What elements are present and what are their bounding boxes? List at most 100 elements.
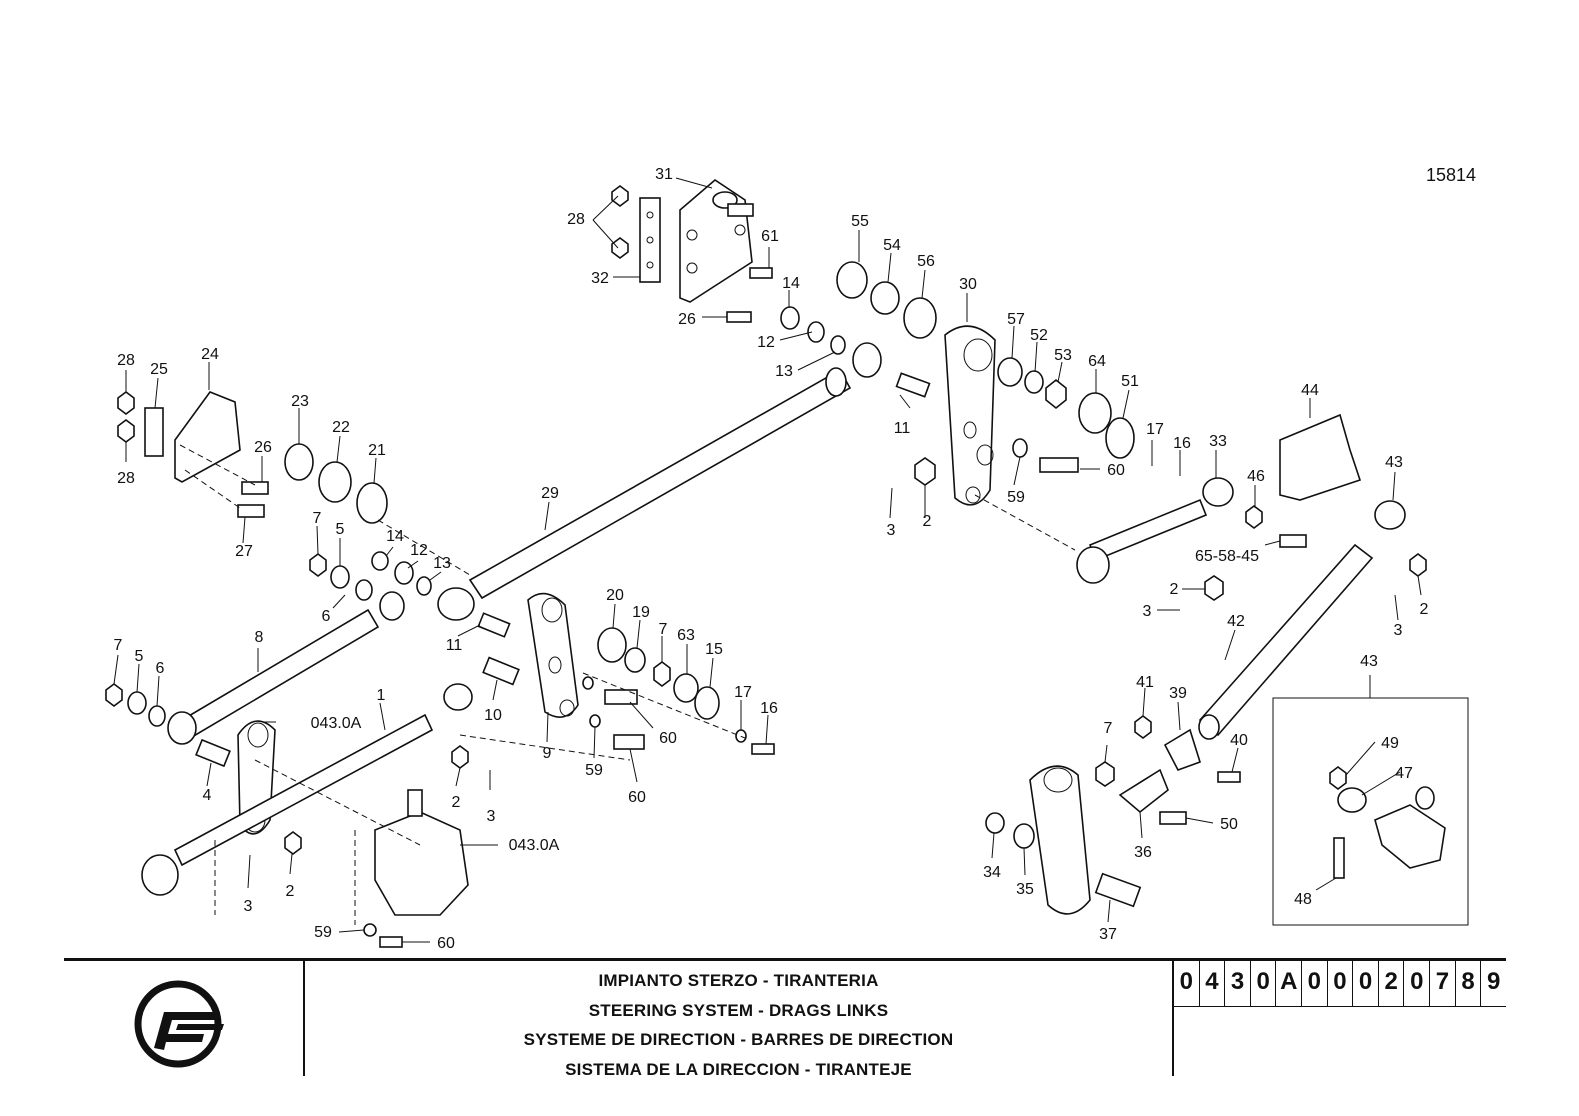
callout-c10: 10 xyxy=(484,707,502,724)
callout-c6a: 6 xyxy=(322,608,331,625)
callout-c4: 4 xyxy=(203,787,212,804)
callout-c41: 41 xyxy=(1136,674,1154,691)
callout-c3e: 3 xyxy=(244,898,253,915)
callout-c59b: 59 xyxy=(585,762,603,779)
callout-c7d: 7 xyxy=(1104,720,1113,737)
callout-c52: 52 xyxy=(1030,327,1048,344)
code-char: 7 xyxy=(1429,958,1455,1006)
callout-c55: 55 xyxy=(851,213,869,230)
title-spanish: SISTEMA DE LA DIRECCION - TIRANTEJE xyxy=(565,1059,912,1079)
callout-c16b: 16 xyxy=(760,700,778,717)
code-char: 4 xyxy=(1198,958,1225,1006)
callout-c24: 24 xyxy=(201,346,219,363)
manufacturer-logo xyxy=(134,980,224,1068)
callout-c23: 23 xyxy=(291,393,309,410)
callout-c3d: 3 xyxy=(487,808,496,825)
callout-c50: 50 xyxy=(1220,816,1238,833)
callout-c7b: 7 xyxy=(659,621,668,638)
title-block-divider-right xyxy=(1172,958,1174,1076)
callout-c63: 63 xyxy=(677,627,695,644)
callout-c7c: 7 xyxy=(114,637,123,654)
callout-c28a: 28 xyxy=(567,211,585,228)
code-char: 0 xyxy=(1403,958,1429,1006)
bracket-24 xyxy=(174,391,241,483)
callout-c2b: 2 xyxy=(1170,581,1179,598)
callout-c57: 57 xyxy=(1007,311,1025,328)
callout-c26a: 26 xyxy=(678,311,696,328)
callout-c32: 32 xyxy=(591,270,609,287)
code-char: 3 xyxy=(1224,958,1250,1006)
callout-c43b: 43 xyxy=(1360,653,1378,670)
code-char: 0 xyxy=(1301,958,1327,1006)
callout-c54: 54 xyxy=(883,237,901,254)
callout-c3a: 3 xyxy=(887,522,896,539)
drag-link-rod-29 xyxy=(468,368,852,600)
callout-c44: 44 xyxy=(1301,382,1319,399)
callout-c14b: 14 xyxy=(386,528,404,545)
callout-c28c: 28 xyxy=(117,470,135,487)
callout-c42: 42 xyxy=(1227,613,1245,630)
callout-c11b: 11 xyxy=(446,637,463,654)
callout-c43a: 43 xyxy=(1385,454,1403,471)
callout-c3c: 3 xyxy=(1394,622,1403,639)
callout-c14a: 14 xyxy=(782,275,800,292)
callout-c16a: 16 xyxy=(1173,435,1191,452)
title-block: IMPIANTO STERZO - TIRANTERIA STEERING SY… xyxy=(64,958,1506,1079)
callout-c48: 48 xyxy=(1294,891,1312,908)
callout-c33: 33 xyxy=(1209,433,1227,450)
callout-c34: 34 xyxy=(983,864,1001,881)
title-lines: IMPIANTO STERZO - TIRANTERIA STEERING SY… xyxy=(305,966,1172,1084)
callout-c19: 19 xyxy=(632,604,650,621)
callout-c15: 15 xyxy=(705,641,723,658)
code-char: 0 xyxy=(1249,958,1276,1006)
callout-c53: 53 xyxy=(1054,347,1072,364)
callout-c2a: 2 xyxy=(923,513,932,530)
lever-37 xyxy=(1029,765,1091,915)
callout-c59c: 59 xyxy=(314,924,332,941)
callout-c17a: 17 xyxy=(1146,421,1164,438)
callout-c0430b: 043.0A xyxy=(509,837,560,854)
callout-c6b: 6 xyxy=(156,660,165,677)
tube-42 xyxy=(1198,543,1374,737)
callout-c2d: 2 xyxy=(452,794,461,811)
callout-c29: 29 xyxy=(541,485,559,502)
callout-c61: 61 xyxy=(761,228,779,245)
title-french: SYSTEME DE DIRECTION - BARRES DE DIRECTI… xyxy=(523,1030,954,1049)
callout-c60c: 60 xyxy=(628,789,646,806)
callout-c64: 64 xyxy=(1088,353,1106,370)
callout-c22: 22 xyxy=(332,419,350,436)
callout-c12a: 12 xyxy=(757,334,775,351)
plate-part xyxy=(639,197,661,283)
callout-c47: 47 xyxy=(1395,765,1413,782)
callout-c1: 1 xyxy=(377,687,386,704)
callout-c7a: 7 xyxy=(313,510,322,527)
callout-c21: 21 xyxy=(368,442,386,459)
title-block-top-rule xyxy=(64,958,1506,961)
code-char: 2 xyxy=(1377,958,1404,1006)
callout-c31: 31 xyxy=(655,166,673,183)
callout-c39: 39 xyxy=(1169,685,1187,702)
callout-c60a: 60 xyxy=(1107,462,1125,479)
callout-c11a: 11 xyxy=(894,420,911,437)
callout-c8: 8 xyxy=(255,629,264,646)
callout-c60b: 60 xyxy=(659,730,677,747)
callout-c59a: 59 xyxy=(1007,489,1025,506)
callout-c36: 36 xyxy=(1134,844,1152,861)
callout-c51: 51 xyxy=(1121,373,1139,390)
lever-30 xyxy=(944,325,996,506)
callout-c40: 40 xyxy=(1230,732,1248,749)
callout-c2e: 2 xyxy=(286,883,295,900)
callout-c13a: 13 xyxy=(775,363,793,380)
part-code: 0 4 3 0 A 0 0 0 2 0 7 8 9 xyxy=(1174,958,1506,1007)
callout-c46: 46 xyxy=(1247,468,1265,485)
callout-c37: 37 xyxy=(1099,926,1117,943)
bracket-44 xyxy=(1279,413,1362,501)
callout-c28b: 28 xyxy=(117,352,135,369)
callout-c20: 20 xyxy=(606,587,624,604)
code-char: 0 xyxy=(1352,958,1378,1006)
code-char: 9 xyxy=(1480,958,1506,1006)
callout-c60d: 60 xyxy=(437,935,455,952)
title-block-divider-left xyxy=(303,958,305,1076)
callout-c9: 9 xyxy=(543,745,552,762)
